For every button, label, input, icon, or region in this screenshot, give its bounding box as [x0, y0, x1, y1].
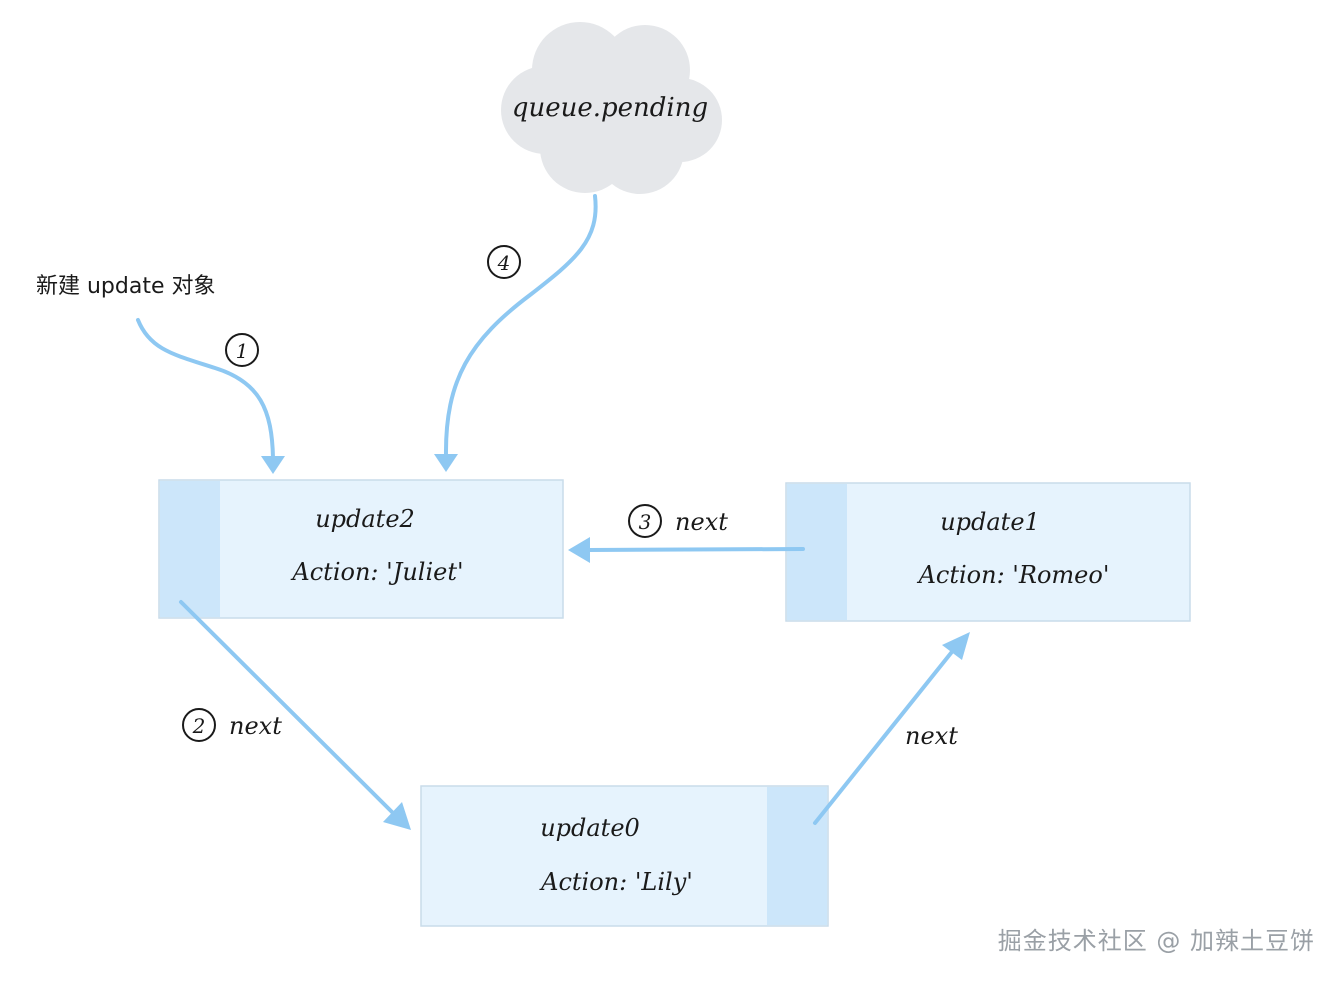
- node-update2-action: Action: 'Juliet': [290, 558, 463, 586]
- edge-loop-label: next: [905, 722, 958, 750]
- badge-step-1-number: 1: [236, 339, 249, 363]
- badge-step-2: 2: [182, 708, 216, 742]
- queue-pending-cloud: queue.pending: [501, 22, 722, 194]
- arrow-step-1: [136, 318, 285, 474]
- badge-step-4: 4: [487, 245, 521, 279]
- node-update0: update0 Action: 'Lily': [420, 785, 829, 927]
- new-update-object-label: 新建 update 对象: [36, 274, 216, 299]
- arrow-loop: [813, 632, 970, 825]
- node-update0-action: Action: 'Lily': [539, 868, 693, 896]
- node-update2: update2 Action: 'Juliet': [158, 479, 564, 619]
- node-update1: update1 Action: 'Romeo': [785, 482, 1191, 622]
- edge-step-3-label: next: [675, 508, 728, 536]
- arrow-step-4: [434, 194, 598, 472]
- badge-step-4-number: 4: [497, 251, 511, 275]
- queue-pending-label: queue.pending: [512, 93, 708, 123]
- edge-step-2-label: next: [229, 712, 282, 740]
- badge-step-1: 1: [225, 333, 259, 367]
- badge-step-3-number: 3: [639, 510, 652, 534]
- arrow-step-3: [568, 537, 805, 563]
- badge-step-2-number: 2: [192, 714, 206, 738]
- node-update1-action: Action: 'Romeo': [917, 561, 1110, 589]
- arrow-step-2: [179, 600, 411, 830]
- node-update0-title: update0: [540, 814, 640, 842]
- node-update1-title: update1: [940, 508, 1040, 536]
- badge-step-3: 3: [628, 504, 662, 538]
- node-update2-title: update2: [315, 505, 415, 533]
- watermark: 掘金技术社区 @ 加辣土豆饼: [997, 927, 1315, 955]
